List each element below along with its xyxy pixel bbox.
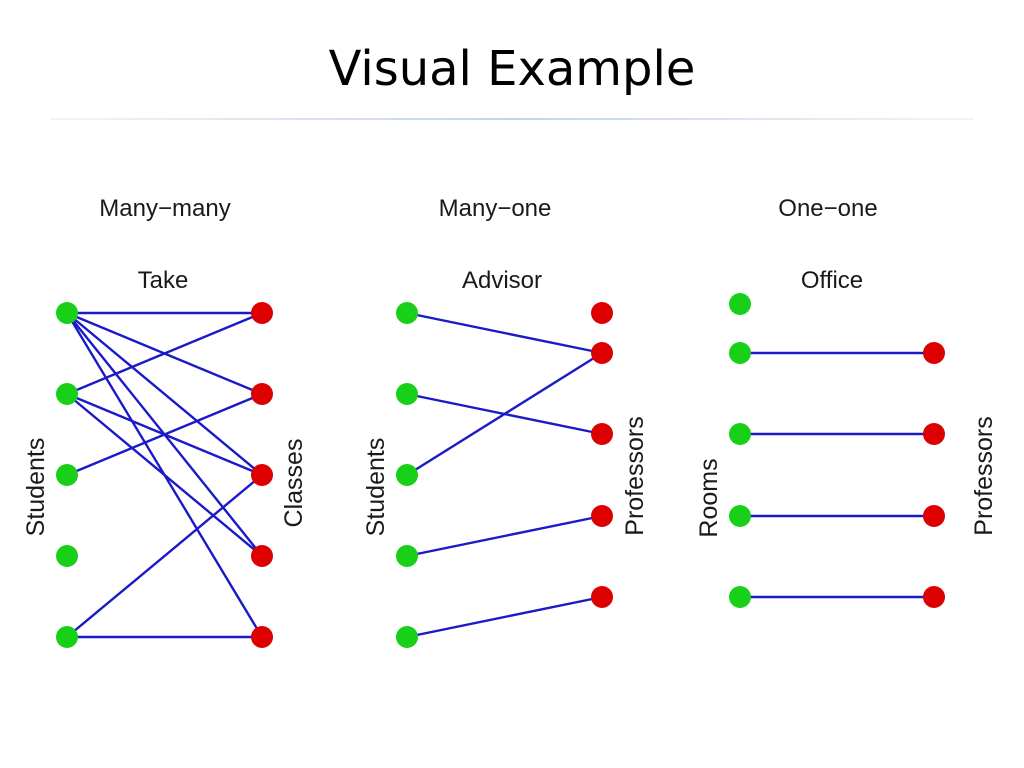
entity-node-right bbox=[251, 626, 273, 648]
left-entity-label: Rooms bbox=[695, 458, 723, 537]
left-entity-label: Students bbox=[362, 438, 390, 537]
right-entity-label: Professors bbox=[621, 416, 649, 535]
entity-node-left bbox=[396, 626, 418, 648]
entity-node-right bbox=[923, 586, 945, 608]
relationship-edge bbox=[405, 351, 604, 477]
right-entity-label: Professors bbox=[970, 416, 998, 535]
entity-node-left bbox=[396, 383, 418, 405]
entity-node-left bbox=[56, 626, 78, 648]
entity-node-left bbox=[396, 545, 418, 567]
relationship-edge bbox=[65, 311, 264, 396]
relationship-edge bbox=[65, 392, 264, 477]
entity-node-left bbox=[56, 302, 78, 324]
entity-node-left bbox=[729, 293, 751, 315]
entity-node-left bbox=[729, 586, 751, 608]
panel-title: Many−one bbox=[439, 195, 552, 222]
entity-node-left bbox=[396, 464, 418, 486]
entity-node-right bbox=[923, 505, 945, 527]
entity-node-right bbox=[251, 545, 273, 567]
entity-node-right bbox=[591, 505, 613, 527]
relationship-edge bbox=[405, 514, 604, 558]
panel-title: Many−many bbox=[99, 195, 230, 222]
entity-node-left bbox=[729, 342, 751, 364]
relationship-edge bbox=[405, 595, 604, 639]
entity-node-left bbox=[56, 464, 78, 486]
entity-node-right bbox=[923, 423, 945, 445]
entity-node-left bbox=[56, 383, 78, 405]
relationship-edge bbox=[65, 311, 264, 477]
right-entity-label: Classes bbox=[280, 439, 308, 528]
entity-node-right bbox=[591, 342, 613, 364]
entity-node-right bbox=[591, 423, 613, 445]
entity-node-right bbox=[251, 464, 273, 486]
entity-node-left bbox=[729, 423, 751, 445]
relation-label: Office bbox=[801, 267, 863, 294]
entity-node-left bbox=[396, 302, 418, 324]
panel-title: One−one bbox=[778, 195, 877, 222]
entity-node-right bbox=[591, 586, 613, 608]
entity-node-right bbox=[591, 302, 613, 324]
relationship-edge bbox=[405, 311, 604, 355]
entity-node-right bbox=[923, 342, 945, 364]
slide-title: Visual Example bbox=[328, 41, 696, 97]
entity-node-right bbox=[251, 302, 273, 324]
entity-node-left bbox=[729, 505, 751, 527]
left-entity-label: Students bbox=[22, 438, 50, 537]
entity-node-right bbox=[251, 383, 273, 405]
title-divider bbox=[50, 118, 974, 120]
relation-label: Advisor bbox=[462, 267, 542, 294]
entity-node-left bbox=[56, 545, 78, 567]
relation-label: Take bbox=[138, 267, 189, 294]
relationship-edge bbox=[65, 473, 264, 639]
relationship-edge bbox=[65, 392, 264, 558]
